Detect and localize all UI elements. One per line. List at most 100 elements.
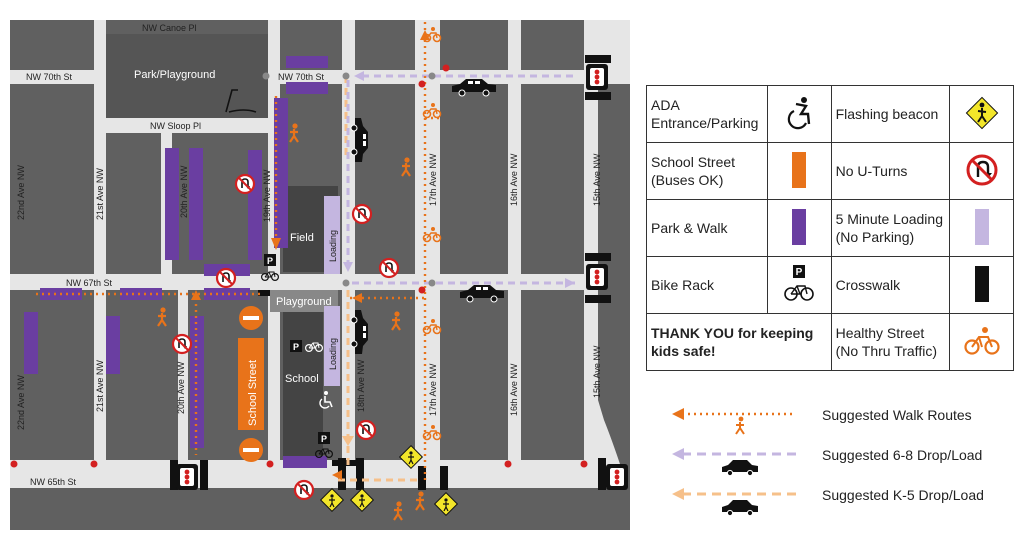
svg-text:P: P	[293, 342, 299, 352]
street-label: 19th Ave NW	[262, 169, 272, 222]
walker-icon	[735, 416, 745, 435]
grade68-arrow	[343, 262, 353, 272]
bike-rack-icon: P	[290, 340, 323, 352]
street-label: 15th Ave NW	[592, 345, 602, 398]
playground-label: Playground	[276, 296, 332, 308]
traffic-signal-icon	[606, 464, 628, 490]
street-label: NW 70th St	[278, 72, 325, 82]
bike-rack-icon: P	[315, 432, 333, 458]
street-label: 20th Ave NW	[179, 165, 189, 218]
no-u-turn-icon	[234, 173, 256, 195]
legend-row: School Street (Buses OK) No U-Turns	[646, 142, 1014, 200]
grade68-arrow	[565, 278, 575, 288]
pedestrian-crossing-sign-icon	[949, 85, 1014, 143]
legend-label: ADA Entrance/Parking	[646, 85, 768, 143]
walk-routes	[36, 22, 440, 480]
cyclist-icon	[949, 313, 1014, 371]
street-label: 22nd Ave NW	[16, 375, 26, 430]
street-label: 21st Ave NW	[95, 168, 105, 220]
legend-label: Park & Walk	[646, 199, 768, 257]
loading-label: Loading	[328, 230, 338, 262]
street-label: 17th Ave NW	[428, 153, 438, 206]
route-k5-label: Suggested K-5 Drop/Load	[822, 487, 984, 503]
legend-row: THANK YOU for keeping kids safe! Healthy…	[646, 313, 1014, 371]
neighborhood-map: P P P NW Canoe Pl NW 70th St NW 70th St …	[10, 20, 630, 530]
no-u-turn-icon	[293, 479, 315, 501]
playground-area	[270, 290, 338, 312]
route-grade68: Suggested 6-8 Drop/Load	[646, 438, 1016, 478]
no-u-turn-icon	[949, 142, 1014, 200]
legend-label: 5 Minute Loading (No Parking)	[830, 199, 951, 257]
grade68-arrow	[354, 71, 364, 81]
street-label: 15th Ave NW	[592, 153, 602, 206]
car-icon	[722, 460, 758, 476]
park-label: Park/Playground	[134, 69, 215, 81]
intersection-dots	[262, 72, 436, 287]
legend-row: Park & Walk 5 Minute Loading (No Parking…	[646, 199, 1014, 257]
black-swatch	[949, 256, 1014, 314]
route-legend: Suggested Walk Routes Suggested 6-8 Drop…	[646, 398, 1016, 518]
wheelchair-icon	[766, 85, 832, 143]
walk-arrow	[271, 238, 281, 250]
thank-you-message: THANK YOU for keeping kids safe!	[646, 313, 832, 371]
street-label: 18th Ave NW	[356, 359, 366, 412]
bike-rack-icon: P	[261, 254, 279, 281]
grade68-dropoff-route	[346, 74, 575, 285]
flashing-beacon-dots	[10, 64, 588, 468]
route-walk: Suggested Walk Routes	[646, 398, 1016, 438]
no-u-turn-icon	[351, 203, 373, 225]
wheelchair-icon	[319, 391, 333, 409]
school-building	[283, 312, 323, 457]
no-u-turn-icon	[355, 419, 377, 441]
street-label: 22nd Ave NW	[16, 165, 26, 220]
legend-table: ADA Entrance/Parking Flashing beacon Sch…	[646, 85, 1014, 371]
route-k5: Suggested K-5 Drop/Load	[646, 478, 1016, 518]
traffic-signal-icon	[586, 64, 608, 90]
traffic-signal-icon	[586, 264, 608, 290]
legend-row: Bike Rack P Crosswalk	[646, 256, 1014, 314]
legend-row: ADA Entrance/Parking Flashing beacon	[646, 85, 1014, 143]
purple-swatch	[766, 199, 832, 257]
no-u-turn-icon	[215, 267, 237, 289]
svg-text:P: P	[267, 256, 273, 266]
street-label: NW Canoe Pl	[142, 23, 197, 33]
field-label: Field	[290, 232, 314, 244]
route-grade68-label: Suggested 6-8 Drop/Load	[822, 447, 983, 463]
school-street-label: School Street	[247, 360, 259, 426]
loading-label: Loading	[328, 338, 338, 370]
car-icon	[722, 500, 758, 516]
loading-zones	[324, 196, 340, 386]
bike-rack-letter: P	[796, 267, 803, 278]
park-block	[106, 34, 268, 118]
street-label: NW 70th St	[26, 72, 73, 82]
orange-swatch	[766, 142, 832, 200]
route-walk-label: Suggested Walk Routes	[822, 407, 972, 423]
no-u-turn-icon	[378, 257, 400, 279]
k5-arrow	[342, 436, 354, 446]
street-label: NW Sloop Pl	[150, 121, 201, 131]
street-label: 21st Ave NW	[95, 360, 105, 412]
legend-label: Flashing beacon	[830, 85, 951, 143]
svg-text:P: P	[321, 434, 327, 444]
no-u-turn-icon	[171, 333, 193, 355]
road-closed-signs	[239, 306, 263, 462]
school-street-bar	[238, 338, 264, 430]
legend-label: School Street (Buses OK)	[646, 142, 768, 200]
street-label: NW 67th St	[66, 278, 113, 288]
walk-arrow	[332, 470, 342, 480]
street-label: NW 65th St	[30, 477, 77, 487]
traffic-signal-icon	[176, 464, 198, 490]
legend-label: Bike Rack	[646, 256, 768, 314]
walk-arrow	[352, 293, 362, 303]
street-label: 20th Ave NW	[176, 361, 186, 414]
bike-rack-icon: P	[766, 256, 832, 314]
legend-label: No U-Turns	[830, 142, 951, 200]
street-label: 16th Ave NW	[509, 153, 519, 206]
school-label: School	[285, 373, 319, 385]
street-label: 17th Ave NW	[428, 363, 438, 416]
lavender-swatch	[949, 199, 1014, 257]
legend-label: Healthy Street (No Thru Traffic)	[830, 313, 951, 371]
legend-label: Crosswalk	[830, 256, 951, 314]
walk-arrow	[191, 290, 201, 300]
slide-icon	[225, 89, 257, 113]
